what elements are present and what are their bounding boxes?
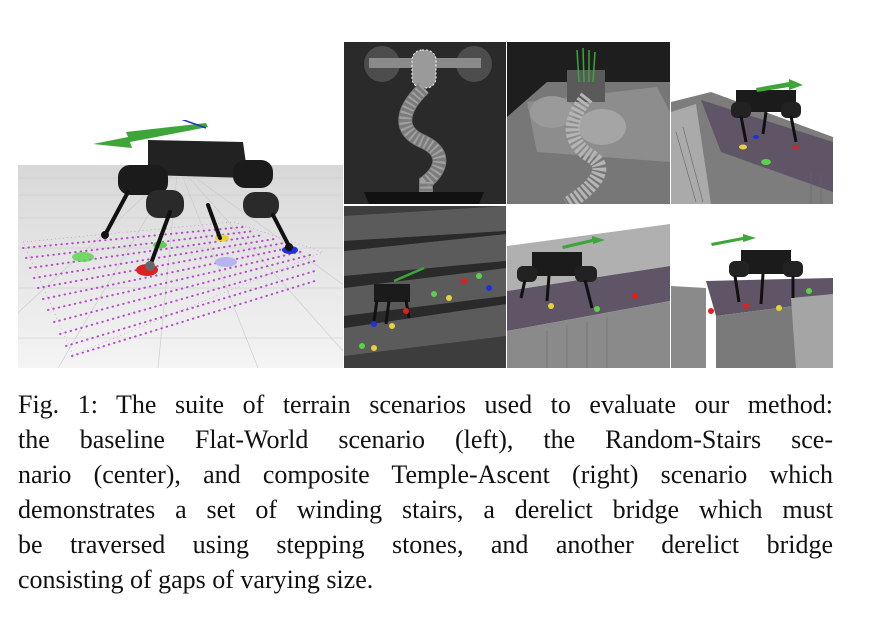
caption-line: consisting of gaps of varying size. [18,565,374,594]
bridge-stepping-stones-render [671,42,833,204]
flat-world-render [18,120,343,368]
caption-line: nario (center), and composite Temple-Asc… [18,460,833,489]
caption-line: Fig. 1: The suite of terrain scenarios u… [18,390,833,419]
quadruped-robot [101,140,293,271]
caption-line: demonstrates a set of winding stairs, a … [18,495,833,524]
bridge-gaps-render [671,206,833,368]
bridge-stepping-stones-panel [671,42,833,204]
caption-line: the baseline Flat-World scenario (left),… [18,425,833,454]
random-stairs-render-2 [507,206,670,368]
bridge-gaps-panel [671,206,833,368]
random-stairs-render-1 [344,206,506,368]
figure-1 [18,42,833,368]
temple-overview-render [344,42,506,204]
quadruped-robot [731,90,801,143]
velocity-arrow [93,120,208,148]
caption-line: be traversed using stepping stones, and … [18,530,833,559]
flat-world-panel [18,120,343,368]
winding-stairs-panel [507,42,670,204]
random-stairs-panel-1 [344,206,506,368]
random-stairs-panel-2 [507,206,670,368]
winding-stairs-render [507,42,670,204]
quadruped-robot [517,252,597,309]
temple-overview-panel [344,42,506,204]
figure-caption: Fig. 1: The suite of terrain scenarios u… [18,387,833,597]
quadruped-robot [729,250,803,305]
